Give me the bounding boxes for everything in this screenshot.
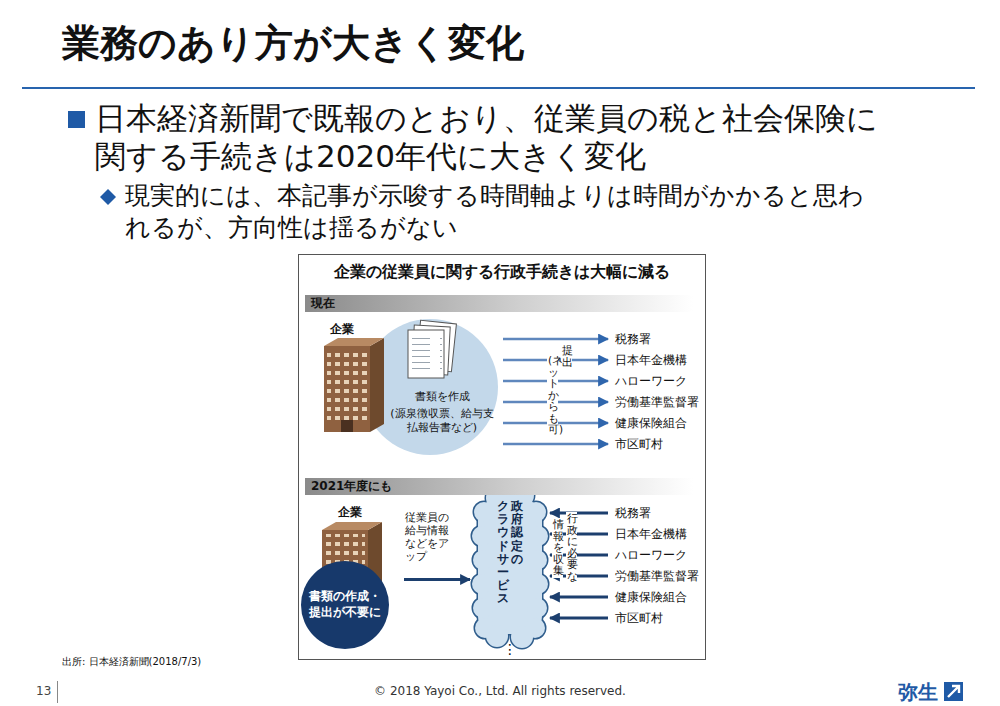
section-heading: 現在	[311, 296, 335, 312]
agency-label: 日本年金機構	[612, 526, 690, 542]
vertical-note: 提出	[561, 344, 572, 369]
node-text: 書類を作成	[400, 390, 484, 404]
document-sheet	[408, 330, 444, 378]
agency-label: 健康保険組合	[612, 589, 690, 605]
cloud-outline	[472, 574, 492, 594]
cloud-fill	[472, 526, 492, 546]
agency-name: 市区町村	[615, 611, 663, 625]
vertical-note: (ネットからも可)	[547, 354, 558, 437]
document-circle	[362, 319, 498, 455]
company-label: 企業	[330, 322, 354, 338]
company-label: 企業	[330, 505, 370, 521]
agency-label: 税務署	[612, 331, 654, 347]
cloud-outline	[527, 598, 547, 618]
cloud-fill	[527, 550, 547, 570]
figure-panel: 現在企業書類を作成(源泉徴収票、給与支払報告書など)税務署日本年金機構ハローワー…	[298, 254, 706, 660]
footer-rule	[57, 681, 58, 703]
no-paperwork-circle	[301, 561, 389, 649]
cloud-outline	[527, 550, 547, 570]
copyright: © 2018 Yayoi Co., Ltd. All rights reserv…	[300, 684, 700, 700]
agency-name: 市区町村	[615, 437, 663, 451]
bullet-square	[68, 111, 85, 128]
agency-name: ハローワーク	[615, 374, 687, 388]
flow-arrow	[550, 596, 608, 599]
cloud-service: 政府認定のクラウドサービス	[474, 492, 546, 638]
flow-arrow	[404, 578, 470, 581]
agency-label: 市区町村	[612, 436, 666, 452]
flow-arrow	[503, 338, 608, 341]
building-door	[341, 420, 353, 432]
agency-name: 日本年金機構	[615, 527, 687, 541]
cloud-fill	[528, 574, 548, 594]
cloud-outline	[528, 574, 548, 594]
agency-label: 労働基準監督署	[612, 394, 702, 410]
agency-name: 日本年金機構	[615, 353, 687, 367]
agency-name: 労働基準監督署	[615, 395, 699, 409]
cloud-fill	[527, 598, 547, 618]
future-company-art	[301, 522, 389, 649]
agency-label: 市区町村	[612, 610, 666, 626]
building-windows	[327, 350, 367, 420]
flow-arrow	[550, 512, 608, 515]
current-company-art	[324, 319, 498, 455]
building-roof	[324, 338, 384, 346]
building-front	[324, 346, 370, 432]
node-text: (源泉徴収票、給与支払報告書など)	[388, 407, 496, 436]
cloud-fill	[473, 550, 493, 570]
building-roof	[322, 522, 382, 530]
flow-arrow	[550, 617, 608, 620]
cloud-text: クラウドサービス	[497, 500, 509, 606]
cloud-fill	[472, 481, 548, 648]
title-rule	[22, 87, 975, 89]
agency-name: ハローワーク	[615, 548, 687, 562]
agency-name: 健康保険組合	[615, 590, 687, 604]
section-heading: 2021年度にも	[311, 479, 392, 495]
figure-title: 企業の従業員に関する行政手続きは大幅に減る	[298, 262, 706, 283]
vertical-note: 行政に必要な	[566, 512, 577, 583]
bullet-diamond	[100, 189, 116, 205]
node-text: 書類の作成・提出が不要に	[307, 589, 383, 620]
cloud-outline	[528, 526, 548, 546]
section-band: 2021年度にも	[305, 478, 693, 495]
document-lines	[412, 334, 442, 374]
source-note: 出所: 日本経済新聞(2018/7/3)	[62, 655, 201, 668]
agency-name: 税務署	[615, 506, 651, 520]
section-band: 現在	[305, 295, 693, 312]
cloud-outline	[472, 481, 548, 648]
logo-arrow	[948, 686, 959, 697]
ellipsis-mark: ⋮	[503, 640, 517, 658]
agency-name: 労働基準監督署	[615, 569, 699, 583]
sub-bullet-text: 現実的には、本記事が示唆する時間軸よりは時間がかかると思われるが、方向性は揺るが…	[125, 180, 887, 244]
agency-label: 健康保険組合	[612, 415, 690, 431]
vertical-note: 情報を収集	[552, 518, 563, 578]
company-circle: 企業書類を作成 (源泉徴収票、給与支払報告書など)	[316, 318, 499, 456]
agency-name: 税務署	[615, 332, 651, 346]
slide-title: 業務のあり方が大きく変化	[62, 20, 524, 66]
cloud-fill	[473, 598, 493, 618]
bullet-text: 日本経済新聞で既報のとおり、従業員の税と社会保険に関する手続きは2020年代に大…	[95, 99, 895, 175]
agency-label: 労働基準監督署	[612, 568, 702, 584]
cloud-outline	[473, 550, 493, 570]
cloud-outline	[472, 526, 492, 546]
building-side	[370, 338, 384, 432]
logo-square	[944, 682, 963, 701]
cloud-fill	[472, 574, 492, 594]
figure-frame	[299, 255, 706, 660]
logo-icon	[944, 682, 963, 701]
agency-name: 健康保険組合	[615, 416, 687, 430]
agency-label: 税務署	[612, 505, 654, 521]
agency-label: ハローワーク	[612, 547, 690, 563]
building-windows	[325, 534, 365, 564]
cloud-outline	[473, 598, 493, 618]
cloud-text: 政府認定の	[511, 500, 523, 566]
cloud-fill	[528, 526, 548, 546]
agency-label: 日本年金機構	[612, 352, 690, 368]
logo-text: 弥生	[898, 679, 938, 705]
company-box: 企業書類の作成・提出が不要に	[300, 505, 400, 651]
flow-arrow	[503, 443, 608, 446]
page-number: 13	[36, 684, 51, 700]
agency-label: ハローワーク	[612, 373, 690, 389]
edge-label: 従業員の給与情報などをアップ	[405, 512, 453, 564]
